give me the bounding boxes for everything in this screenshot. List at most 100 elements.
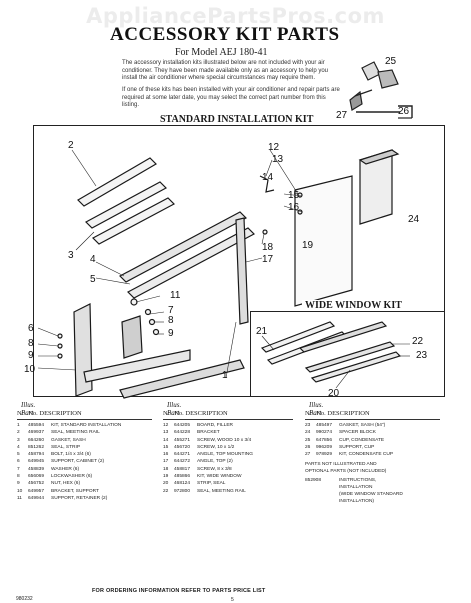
part-description: SEAL, MEETING RAIL (197, 488, 246, 494)
illus-number: 19 (163, 474, 169, 480)
part-number: 656069 (28, 474, 45, 480)
part-number: 649957 (28, 488, 45, 494)
part-description: LOCKWASHER (6) (51, 474, 93, 480)
part-number: 485497 (316, 423, 333, 428)
illus-number: 23 (305, 423, 311, 428)
part-number: 972800 (174, 488, 191, 494)
part-description: KIT, CONDENSATE CUP (339, 452, 394, 458)
strip-seal (92, 197, 175, 245)
table-row: 27 978929 KIT, CONDENSATE CUP (305, 451, 393, 458)
hex-nut (152, 328, 160, 336)
callout-19: 19 (302, 240, 314, 251)
intro-paragraph-1: The accessory installation kits illustra… (122, 60, 329, 82)
part-number: 978929 (316, 452, 333, 458)
part-description: CUP, CONDENSATE (339, 437, 385, 443)
wide-meeting-rail-seal (304, 341, 396, 373)
part-number: 644271 (174, 452, 191, 458)
part-description: BRACKET, SUPPORT (51, 488, 99, 494)
top-angle-vertical (235, 217, 249, 325)
column-header-top: Illus. Part (309, 401, 324, 417)
illus-number: 18 (163, 466, 169, 472)
part-number: 458794 (28, 452, 45, 458)
top-angle-strip (127, 227, 255, 299)
sash-gasket (85, 181, 167, 229)
filler-board (294, 175, 353, 307)
part-number: 647856 (316, 437, 333, 443)
callout-6: 6 (28, 323, 34, 334)
watermark: AppliancePartsPros.com (86, 4, 385, 28)
callout-11: 11 (170, 290, 181, 301)
intro-paragraph-2: If one of these kits has been installed … (122, 87, 340, 109)
illus-number: 11 (17, 495, 22, 501)
part-description: GASKET, SASH (51, 437, 86, 443)
document-code: 980232 (16, 596, 33, 602)
callout-14: 14 (262, 172, 274, 183)
part-number: 649945 (28, 459, 45, 465)
part-description: GASKET, SASH (54") (339, 423, 386, 428)
bracket (259, 175, 275, 193)
screw-small (262, 229, 268, 235)
not-illustrated-note: PARTS NOT ILLUSTRATED AND OPTIONAL PARTS… (305, 462, 387, 474)
part-number: 485594 (28, 423, 45, 428)
part-description: SUPPORT, RETAINER (2) (51, 495, 108, 501)
wide-seal-strip (260, 321, 336, 353)
part-description: WASHER (6) (51, 466, 80, 472)
illus-number: 4 (17, 444, 20, 450)
condensate-cup-kit-drawing (349, 61, 413, 119)
illus-number: 13 (163, 430, 169, 436)
part-description: ANGLE, TOP (2) (197, 459, 233, 465)
part-description: BOARD, FILLER (197, 423, 233, 428)
part-description: SUPPORT, CABINET (2) (51, 459, 105, 465)
part-number: 644272 (174, 459, 191, 465)
part-description: SUPPORT, CUP (339, 444, 375, 450)
callout-5: 5 (90, 274, 96, 285)
callout-18: 18 (262, 242, 274, 253)
table-row: 23 485497 GASKET, SASH (54") (305, 422, 393, 429)
page-title: ACCESSORY KIT PARTS (110, 24, 340, 45)
illus-number: 6 (17, 459, 20, 465)
callout-3: 3 (68, 250, 74, 261)
table-row: 6 649945 SUPPORT, CABINET (2) (17, 458, 121, 465)
instructions-description: INSTRUCTIONS, INSTALLATION (WIDE WINDOW … (339, 478, 403, 504)
column-header: No. No. DESCRIPTION (305, 410, 370, 417)
callout-9b: 9 (28, 350, 34, 361)
illus-number: 7 (17, 466, 20, 472)
illus-number: 16 (163, 452, 169, 458)
instructions-part-number: 852908 (305, 478, 322, 483)
part-description: SCREW, 8 x 3/8 (197, 466, 232, 472)
cabinet-support (119, 359, 245, 399)
callout-26: 26 (398, 106, 410, 117)
part-description: SPACER BLOCK (339, 430, 376, 436)
illus-number: 26 (305, 444, 311, 450)
illus-number: 27 (305, 452, 311, 458)
illus-number: 20 (163, 481, 169, 487)
callout-15: 15 (288, 190, 300, 201)
part-number: 458817 (174, 466, 191, 472)
part-number: 996209 (316, 444, 333, 450)
illus-number: 3 (17, 437, 20, 443)
part-number: 664260 (28, 437, 45, 443)
illus-number: 5 (17, 452, 20, 458)
part-description: BRACKET (197, 430, 220, 436)
column-header: No. No. DESCRIPTION (17, 410, 82, 417)
part-description: NUT, HEX (6) (51, 481, 81, 487)
part-number: 644228 (174, 430, 191, 436)
callout-8: 8 (168, 315, 174, 326)
part-number: 468124 (174, 481, 191, 487)
